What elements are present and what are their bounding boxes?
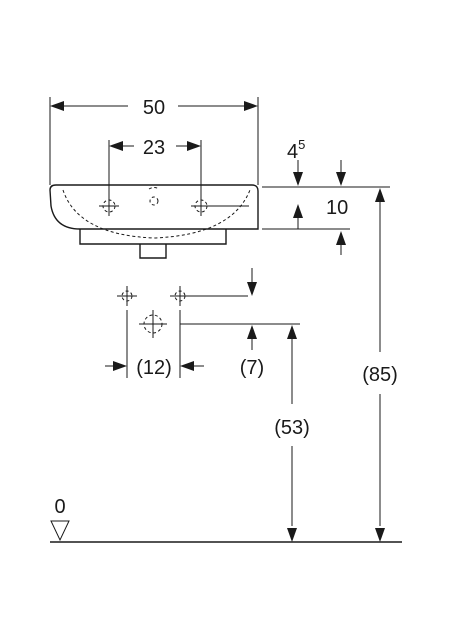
supply-spacing-dimension: (12): [105, 310, 204, 379]
supply-spacing-label: (12): [136, 357, 172, 379]
supply-connection-left: [117, 286, 137, 306]
floor-level-label: 0: [54, 496, 65, 518]
width-dimension: 50: [49, 97, 259, 185]
tap-hole-right: [191, 196, 249, 216]
waste-height-label: (53): [274, 417, 310, 439]
rim-offset-label: 45: [287, 137, 305, 163]
rim-height-label: (85): [362, 364, 398, 386]
supply-to-waste-dimension: (7): [240, 325, 264, 379]
supply-to-waste-label: (7): [240, 357, 264, 379]
level-triangle-icon: [50, 520, 70, 542]
basin-outline: [49, 184, 259, 259]
basin-depth-label: 10: [326, 197, 348, 219]
tap-hole-left: [99, 196, 119, 216]
waste-height-dimension: (53): [274, 325, 310, 542]
basin-depth-dimension: 10: [262, 197, 350, 255]
tap-spacing-dimension: 23: [108, 137, 202, 205]
floor-level: 0: [50, 496, 402, 543]
width-label: 50: [143, 97, 165, 119]
rim-offset-dimension: 45: [262, 137, 390, 188]
rim-height-dimension: (85): [362, 188, 398, 542]
supply-connection-right: [170, 286, 248, 306]
waste-connection: [139, 310, 300, 338]
tap-spacing-label: 23: [143, 137, 165, 159]
